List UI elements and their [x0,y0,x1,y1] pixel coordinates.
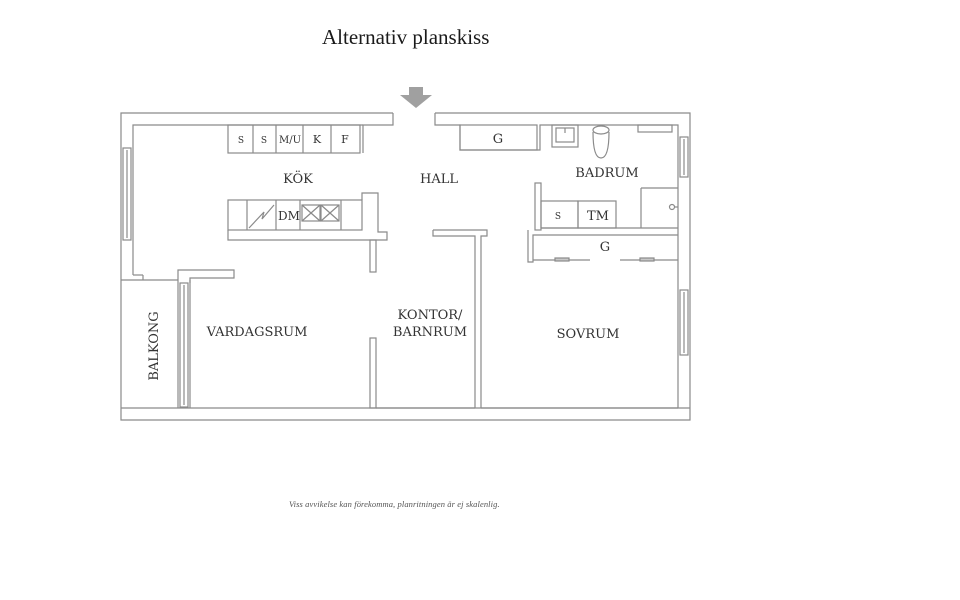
disclaimer-note: Viss avvikelse kan förekomma, planritnin… [289,499,500,509]
dryer-label: TM [587,209,609,224]
kitchen-cabinet-label: S [261,136,267,146]
room-label-barnrum: BARNRUM [393,325,467,340]
window-bedroom [679,289,689,356]
room-label-kok: KÖK [283,170,313,187]
hall-closet [459,124,538,151]
room-label-hall: HALL [420,172,458,187]
balcony-walls [177,269,235,408]
bedroom-closet-label: G [600,240,610,255]
plan-title: Alternativ planskiss [322,25,490,49]
kitchen-cabinet-label: K [313,133,322,146]
kitchen-cabinet-label: F [341,133,349,146]
dishwasher-label: DM [278,209,300,223]
interior-walls [369,229,488,409]
kitchen-cabinet-label: S [238,136,244,146]
room-label-balkong: BALKONG [147,311,162,380]
room-label-badrum: BADRUM [575,166,638,181]
bedroom-closet [527,230,678,263]
room-label-kontor: KONTOR/ [398,308,464,323]
room-label-sovrum: SOVRUM [557,327,620,342]
bathroom-fixtures [534,124,678,231]
kitchen-upper-cabinets [227,124,361,154]
kitchen-counter [227,192,388,241]
room-label-vardagsrum: VARDAGSRUM [206,325,308,340]
window-kitchen-left [122,147,132,241]
arrow-down-icon [400,87,432,108]
window-bathroom [679,136,689,178]
bathroom-unit-label: S [555,212,561,222]
bedroom-walls [481,263,679,409]
kitchen-cabinet-label: M/U [279,135,301,146]
hall-closet-label: G [493,132,503,147]
outer-walls [120,112,691,421]
window-balcony-door [179,282,189,408]
